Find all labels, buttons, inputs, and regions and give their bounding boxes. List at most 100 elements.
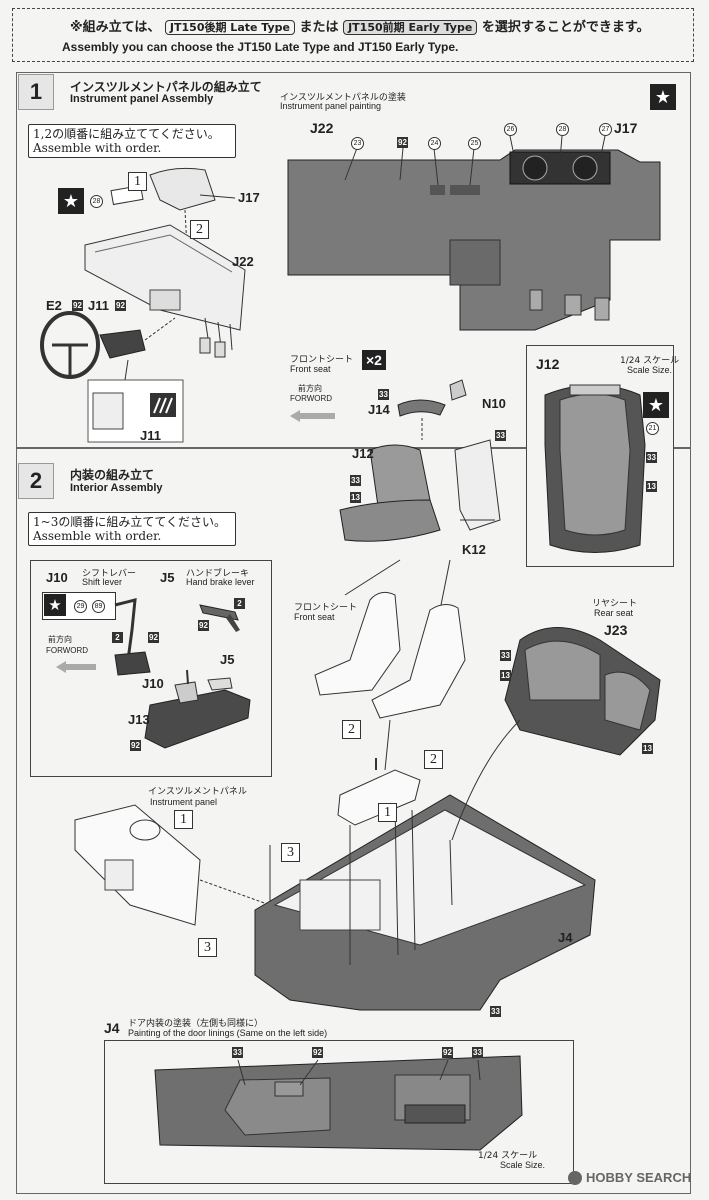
part-j14: J14	[368, 402, 390, 417]
painting-title-en: Instrument panel painting	[280, 101, 382, 111]
main-step-3b: 3	[198, 938, 217, 957]
door-callout-33b: 33	[472, 1047, 483, 1058]
watermark-logo: HOBBY SEARCH	[568, 1170, 691, 1185]
part-j10-b: J10	[142, 676, 164, 691]
color-callout-92c: 92	[130, 740, 141, 751]
step2-title-jp: 内装の組み立て	[70, 468, 155, 482]
main-step-2b: 2	[424, 750, 443, 769]
notice-line-en: Assembly you can choose the JT150 Late T…	[62, 40, 459, 54]
step2-forward-arrow-icon	[56, 661, 66, 673]
star-icon: ★	[650, 84, 676, 110]
front-seat-title-jp: フロントシート	[290, 355, 354, 365]
door-title-en: Painting of the door linings (Same on th…	[128, 1028, 328, 1038]
j12-scale-jp: 1/24 スケール	[620, 356, 680, 366]
color-callout-13b-rear: 13	[642, 743, 653, 754]
forward-arrow-shaft	[300, 413, 335, 419]
color-callout-26: 26	[504, 123, 517, 136]
color-callout-13: 13	[646, 481, 657, 492]
color-callout-33a: 33	[378, 389, 389, 400]
step1-order-jp: 1,2の順番に組み立ててください。	[33, 127, 220, 141]
late-type-tag: JT150後期 Late Type	[164, 20, 295, 35]
shift-lever-en: Shift lever	[82, 577, 123, 587]
rear-seat-jp: リヤシート	[592, 599, 638, 609]
step2-forward-jp: 前方向	[48, 635, 72, 644]
part-j17: J17	[238, 190, 260, 205]
color-callout-33b: 33	[350, 475, 361, 486]
main-step-1b: 1	[378, 803, 397, 822]
quantity-x2-badge: ×2	[362, 350, 386, 370]
main-panel-en: Instrument panel	[150, 797, 218, 807]
early-type-tag: JT150前期 Early Type	[343, 20, 478, 35]
front-seat-title-en: Front seat	[290, 364, 331, 374]
door-callout-33a: 33	[232, 1047, 243, 1058]
sub-step-1-marker: 1	[128, 172, 147, 191]
color-callout-21: 21	[646, 422, 659, 435]
color-callout-92b: 92	[198, 620, 209, 631]
step1-title-en: Instrument panel Assembly	[70, 93, 214, 105]
step2-order-jp: 1~3の順番に組み立ててください。	[33, 515, 226, 529]
part-j5-b: J5	[220, 652, 235, 667]
step2-forward-arrow-shaft	[66, 664, 96, 670]
star-icon: ★	[44, 594, 66, 616]
door-title-jp: ドア内装の塗装（左側も同様に）	[128, 1019, 264, 1029]
door-painting-box	[104, 1040, 574, 1184]
part-j22: J22	[232, 254, 254, 269]
step2-order-en: Assemble with order.	[33, 529, 162, 543]
j12-scale-en: Scale Size.	[627, 365, 673, 375]
forward-jp: 前方向	[298, 384, 322, 393]
part-j13: J13	[128, 712, 150, 727]
part-j4: J4	[558, 930, 573, 945]
main-front-seat-jp: フロントシート	[294, 603, 358, 613]
part-j11: J11	[88, 298, 109, 313]
step1-title-jp: インスツルメントパネルの組み立て	[70, 80, 262, 94]
sub-step-2-marker: 2	[190, 220, 209, 239]
star-icon: ★	[643, 392, 669, 418]
step1-frame	[16, 72, 691, 449]
color-callout-25: 25	[468, 137, 481, 150]
main-panel-jp: インスツルメントパネル	[148, 787, 247, 797]
step1-order-en: Assemble with order.	[33, 141, 162, 155]
painting-title-jp: インスツルメントパネルの塗装	[280, 93, 406, 103]
painting-part-j17: J17	[614, 120, 638, 136]
part-n10: N10	[482, 396, 506, 411]
forward-en: FORWORD	[290, 394, 333, 403]
color-callout-24: 24	[428, 137, 441, 150]
main-step-1a: 1	[174, 810, 193, 829]
step2-order-note: 1~3の順番に組み立ててください。 Assemble with order.	[28, 512, 236, 546]
color-callout-33-tub: 33	[490, 1006, 501, 1017]
shift-brake-box	[30, 560, 272, 777]
watermark-icon	[568, 1170, 582, 1185]
hand-brake-en: Hand brake lever	[186, 577, 255, 587]
part-j23: J23	[604, 622, 628, 638]
notice-or: または	[299, 20, 339, 35]
color-callout-29: 29	[74, 600, 87, 613]
part-k12: K12	[462, 542, 486, 557]
color-callout-27: 27	[599, 123, 612, 136]
assembly-type-notice	[12, 8, 694, 62]
door-callout-92a: 92	[312, 1047, 323, 1058]
main-step-2a: 2	[342, 720, 361, 739]
color-callout-28: 28	[556, 123, 569, 136]
color-callout-33c: 33	[495, 430, 506, 441]
color-callout-92: 92	[397, 137, 408, 148]
color-callout-2b: 2	[234, 598, 245, 609]
part-j11-detail: J11	[140, 428, 161, 443]
step2-title-en: Interior Assembly	[70, 482, 163, 494]
step2-frame	[16, 447, 691, 1194]
color-callout-92a: 92	[72, 300, 83, 311]
main-front-seat-en: Front seat	[294, 612, 335, 622]
part-j5: J5	[160, 570, 175, 585]
part-e2: E2	[46, 298, 62, 313]
door-callout-92b: 92	[442, 1047, 453, 1058]
shift-lever-jp: シフトレバー	[82, 569, 137, 579]
door-scale-jp: 1/24 スケール	[478, 1151, 538, 1161]
watermark-text: HOBBY SEARCH	[586, 1170, 692, 1185]
color-callout-92a: 92	[148, 632, 159, 643]
step2-forward-en: FORWORD	[46, 646, 89, 655]
notice-pre: ※組み立ては、	[70, 20, 161, 35]
